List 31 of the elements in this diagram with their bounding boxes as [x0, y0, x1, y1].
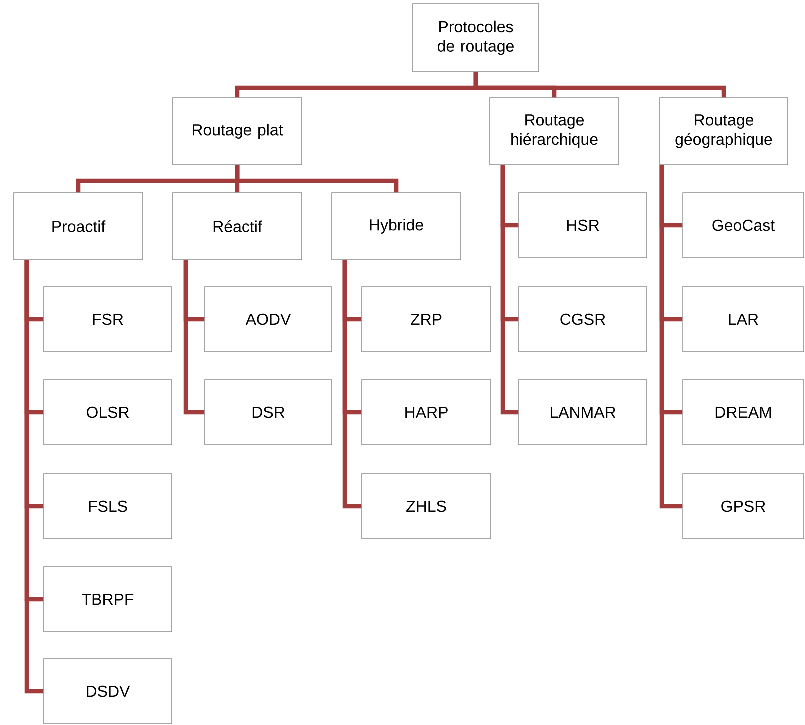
category-box: ZHLS: [362, 474, 492, 540]
category-box: OLSR: [44, 380, 172, 446]
category-box: GeoCast: [682, 192, 804, 258]
category-box: Routage géographique: [660, 98, 788, 166]
connector-line: [474, 72, 726, 98]
category-box: HARP: [362, 380, 492, 446]
category-box: LAR: [682, 286, 804, 352]
category-box: FSR: [44, 286, 172, 352]
connector-line: [235, 165, 399, 193]
category-box: AODV: [204, 286, 332, 352]
category-box: GPSR: [682, 474, 804, 540]
category-box: Réactif: [172, 192, 302, 260]
category-box: DREAM: [682, 380, 804, 446]
category-box: Protocoles de routage: [412, 4, 540, 72]
category-box: LANMAR: [518, 380, 648, 446]
category-box: Routage plat: [172, 98, 302, 166]
category-box: CGSR: [518, 286, 648, 352]
connector-line: [24, 260, 44, 694]
category-box: Routage hiérarchique: [490, 98, 620, 166]
connector-line: [500, 165, 519, 415]
category-box: Hybride: [332, 192, 462, 260]
connector-line: [660, 165, 683, 509]
category-box: DSDV: [44, 658, 172, 724]
category-box: DSR: [204, 380, 332, 446]
category-box: HSR: [518, 192, 648, 258]
connector-line: [184, 260, 205, 415]
category-box: ZRP: [362, 286, 492, 352]
connector-line: [342, 260, 362, 509]
category-box: TBRPF: [44, 566, 172, 632]
category-box: FSLS: [44, 474, 172, 540]
category-box: Proactif: [14, 192, 144, 260]
